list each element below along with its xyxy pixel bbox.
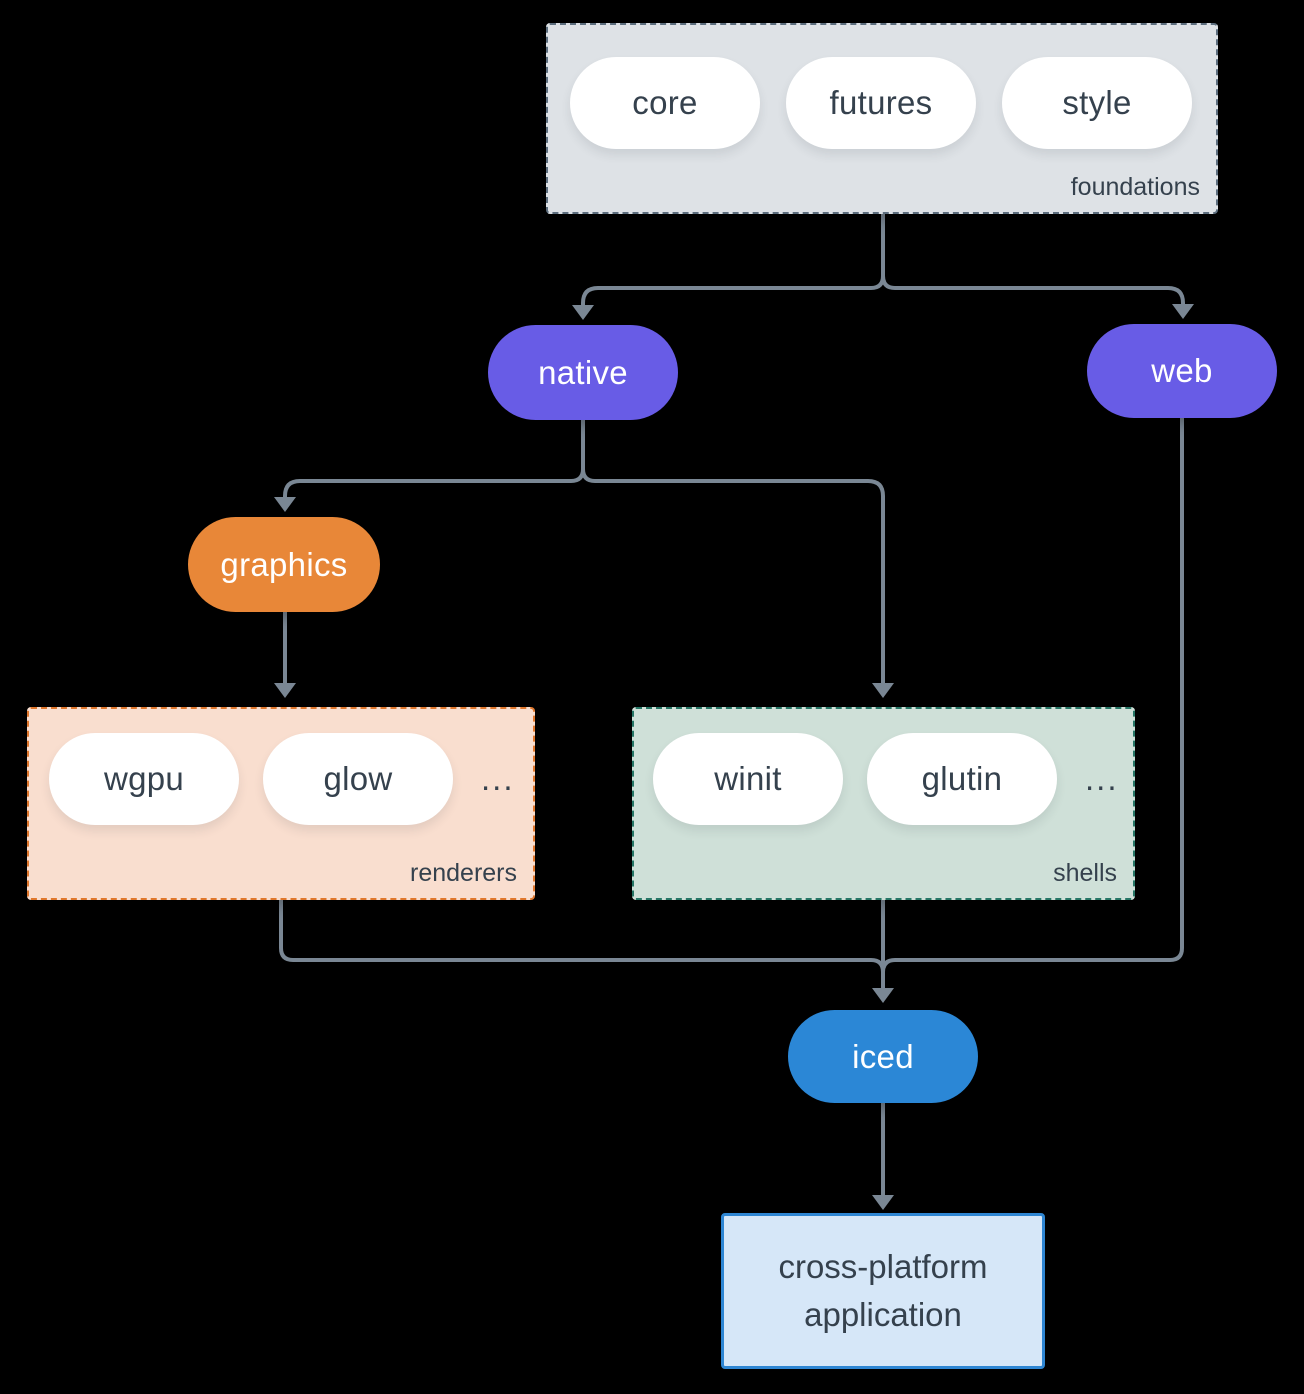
node-native: native (488, 325, 678, 420)
shells-ellipsis: ... (1085, 760, 1119, 797)
node-core: core (570, 57, 760, 149)
connector-graphics-to-renderers (274, 612, 296, 698)
node-glutin: glutin (867, 733, 1057, 825)
connector-merge-to-iced (279, 418, 1184, 1003)
node-glutin-label: glutin (921, 760, 1003, 797)
shells-group: winit glutin ... shells (632, 707, 1135, 900)
node-glow-label: glow (323, 760, 393, 797)
arrowhead-down-icon (274, 683, 296, 698)
node-web: web (1087, 324, 1277, 418)
cross-platform-application-box: cross-platform application (721, 1213, 1045, 1369)
node-web-label: web (1151, 352, 1213, 389)
foundations-pill-row: core futures style (570, 57, 1192, 149)
node-iced-label: iced (852, 1037, 914, 1075)
arrowhead-down-icon (872, 1195, 894, 1210)
node-native-label: native (538, 353, 628, 391)
node-winit-label: winit (714, 760, 782, 797)
renderers-pill-row: wgpu glow ... (49, 733, 515, 825)
arrowhead-down-icon (274, 497, 296, 512)
connector-iced-to-application (872, 1103, 894, 1210)
application-label-line2: application (804, 1296, 962, 1333)
node-style-label: style (1062, 84, 1132, 121)
application-label-line1: cross-platform (778, 1248, 988, 1286)
arrowhead-down-icon (1172, 304, 1194, 319)
node-style: style (1002, 57, 1192, 149)
node-graphics: graphics (188, 517, 380, 612)
connector-native-to-graphics-shells (274, 420, 894, 698)
renderers-ellipsis: ... (481, 760, 515, 797)
arrowhead-down-icon (572, 305, 594, 320)
node-iced: iced (788, 1010, 978, 1103)
node-winit: winit (653, 733, 843, 825)
node-glow: glow (263, 733, 453, 825)
node-futures: futures (786, 57, 976, 149)
arrowhead-down-icon (872, 683, 894, 698)
foundations-group-label: foundations (1070, 173, 1200, 201)
shells-group-label: shells (1053, 859, 1117, 887)
renderers-group-label: renderers (410, 859, 517, 887)
node-core-label: core (632, 84, 698, 121)
shells-pill-row: winit glutin ... (653, 733, 1119, 825)
renderers-group: wgpu glow ... renderers (27, 707, 535, 900)
node-graphics-label: graphics (220, 545, 348, 583)
node-wgpu: wgpu (49, 733, 239, 825)
node-wgpu-label: wgpu (103, 760, 185, 797)
arrowhead-down-icon (872, 988, 894, 1003)
foundations-group: core futures style foundations (546, 23, 1218, 214)
connector-foundations-to-native-web (572, 214, 1194, 320)
node-futures-label: futures (829, 84, 933, 121)
